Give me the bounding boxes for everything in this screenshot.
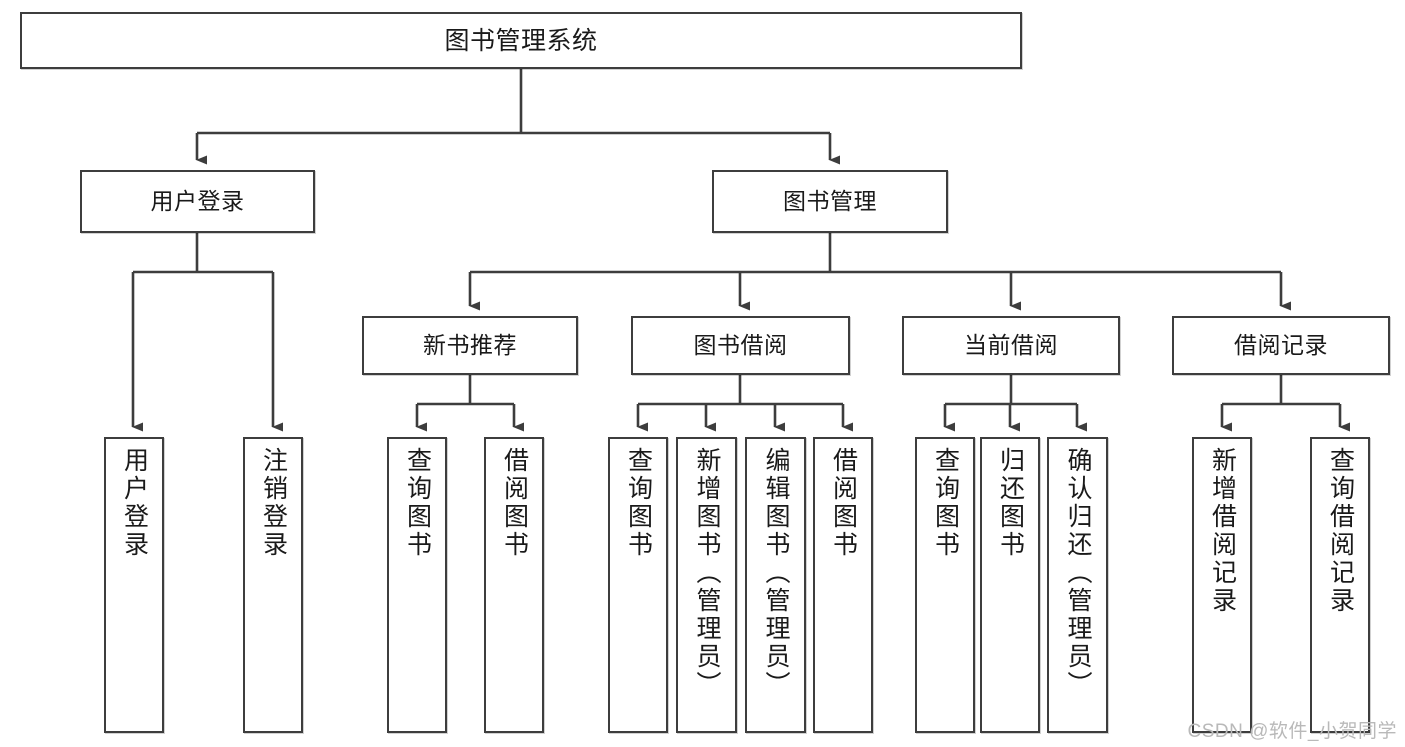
- node-label: 借阅记录: [1234, 331, 1328, 358]
- node-leaf-user-login[interactable]: 用户登录: [104, 437, 164, 733]
- node-root-book-management-system[interactable]: 图书管理系统: [20, 12, 1022, 69]
- node-label: 注销登录: [259, 447, 288, 559]
- node-label: 新增图书（管理员）: [693, 447, 721, 699]
- node-leaf-query-book-borrow[interactable]: 查询图书: [608, 437, 668, 733]
- node-borrow-record[interactable]: 借阅记录: [1172, 316, 1390, 375]
- csdn-watermark: CSDN @软件_小贺同学: [1187, 721, 1397, 742]
- node-label: 归还图书: [996, 447, 1025, 559]
- node-label: 当前借阅: [964, 331, 1058, 358]
- node-new-book-recommend[interactable]: 新书推荐: [362, 316, 578, 375]
- node-label: 借阅图书: [500, 447, 529, 559]
- node-label: 借阅图书: [829, 447, 858, 559]
- node-user-login[interactable]: 用户登录: [80, 170, 315, 233]
- node-leaf-borrow-book-borrow[interactable]: 借阅图书: [813, 437, 873, 733]
- node-label: 图书管理: [783, 187, 877, 214]
- node-leaf-borrow-book-recommend[interactable]: 借阅图书: [484, 437, 544, 733]
- node-book-borrow[interactable]: 图书借阅: [631, 316, 850, 375]
- node-label: 图书借阅: [693, 331, 788, 358]
- node-leaf-add-borrow-record[interactable]: 新增借阅记录: [1192, 437, 1252, 733]
- node-leaf-query-borrow-record[interactable]: 查询借阅记录: [1310, 437, 1370, 733]
- node-leaf-return-book[interactable]: 归还图书: [980, 437, 1040, 733]
- node-label: 查询图书: [403, 447, 432, 559]
- node-leaf-edit-book-admin[interactable]: 编辑图书（管理员）: [745, 437, 806, 733]
- node-label: 用户登录: [120, 447, 149, 559]
- node-label: 查询图书: [624, 447, 653, 559]
- node-label: 图书管理系统: [444, 26, 598, 55]
- node-label: 编辑图书（管理员）: [762, 447, 790, 699]
- node-leaf-logout-login[interactable]: 注销登录: [243, 437, 303, 733]
- node-label: 查询图书: [931, 447, 960, 559]
- node-label: 查询借阅记录: [1326, 447, 1355, 615]
- node-leaf-add-book-admin[interactable]: 新增图书（管理员）: [676, 437, 737, 733]
- node-label: 用户登录: [150, 187, 245, 214]
- node-leaf-query-book-current[interactable]: 查询图书: [915, 437, 975, 733]
- node-leaf-query-book-recommend[interactable]: 查询图书: [387, 437, 447, 733]
- node-current-borrow[interactable]: 当前借阅: [902, 316, 1120, 375]
- node-label: 新增借阅记录: [1208, 447, 1237, 615]
- node-leaf-confirm-return-admin[interactable]: 确认归还（管理员）: [1047, 437, 1108, 733]
- node-book-manage[interactable]: 图书管理: [712, 170, 948, 233]
- node-label: 确认归还（管理员）: [1064, 447, 1092, 699]
- node-label: 新书推荐: [423, 331, 517, 358]
